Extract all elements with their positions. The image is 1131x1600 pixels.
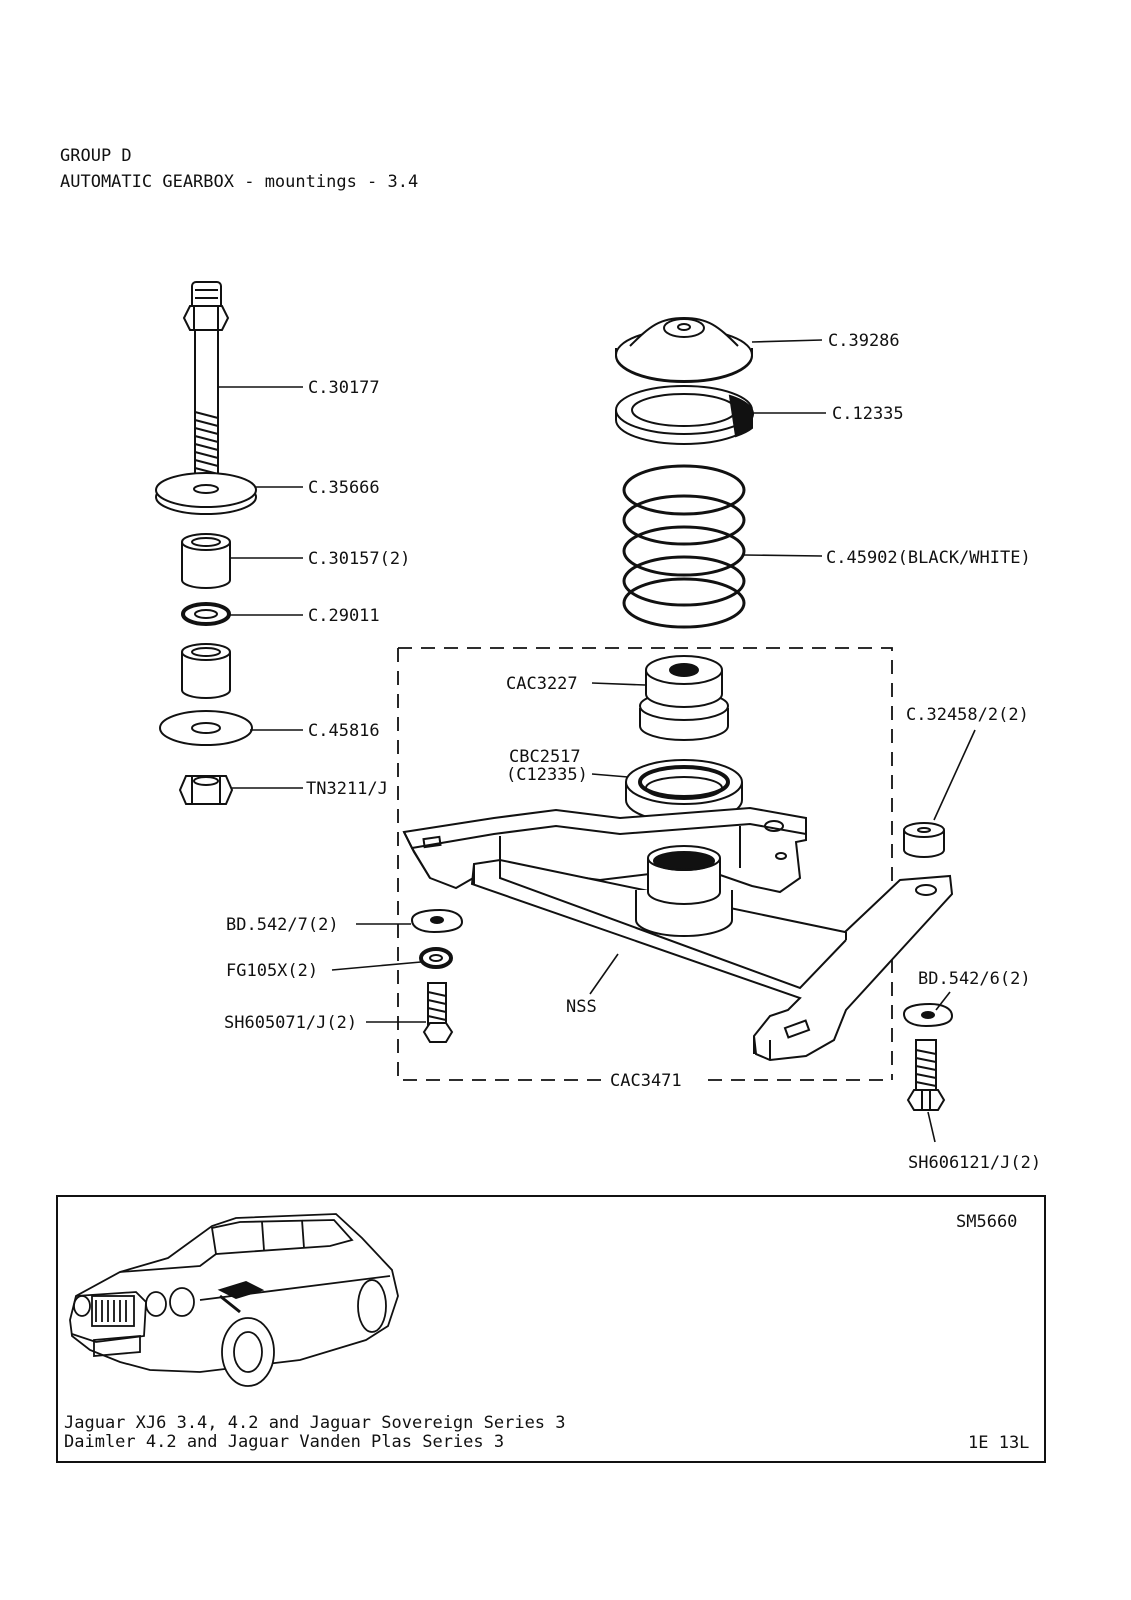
label-crossmember: NSS	[566, 997, 597, 1017]
screw-right-drawing	[906, 1039, 946, 1111]
applicability-line-2: Daimler 4.2 and Jaguar Vanden Plas Serie…	[64, 1432, 505, 1452]
label-ring: C.12335	[832, 404, 904, 424]
label-spring: C.45902(BLACK/WHITE)	[826, 548, 1031, 568]
label-plate-washer-right: BD.542/6(2)	[918, 969, 1031, 989]
label-plate-washer-left: BD.542/7(2)	[226, 915, 339, 935]
label-sleeve: C.30157(2)	[308, 549, 410, 569]
leader-lines	[219, 339, 976, 1143]
sheet-reference: SM5660	[956, 1212, 1018, 1232]
page-number: 1E 13L	[968, 1433, 1030, 1453]
label-rubber-mount: CAC3227	[506, 674, 578, 694]
label-bolt: C.30177	[308, 378, 380, 398]
plate-washer-right-drawing	[902, 1002, 954, 1028]
label-nut: TN3211/J	[306, 779, 388, 799]
label-assembly: CAC3471	[610, 1071, 682, 1091]
label-screw-left: SH605071/J(2)	[224, 1013, 357, 1033]
rubber-mount-drawing	[639, 655, 729, 741]
label-seal-line2: (C12335)	[506, 765, 588, 785]
spring-drawing	[622, 464, 746, 629]
label-top-cap: C.39286	[828, 331, 900, 351]
label-spring-washer: FG105X(2)	[226, 961, 318, 981]
label-screw-right: SH606121/J(2)	[908, 1153, 1041, 1173]
applicability-line-1: Jaguar XJ6 3.4, 4.2 and Jaguar Sovereign…	[64, 1413, 566, 1433]
bolt-drawing	[182, 281, 230, 481]
spring-washer-drawing	[419, 947, 453, 969]
crossmember-drawing	[402, 806, 954, 1062]
label-spacer: C.32458/2(2)	[906, 705, 1029, 725]
sleeve-drawing-lower	[181, 643, 231, 699]
top-cap-drawing	[615, 316, 753, 383]
car-illustration	[69, 1213, 399, 1387]
screw-left-drawing	[422, 982, 454, 1043]
label-flat-washer: C.45816	[308, 721, 380, 741]
footer-panel	[56, 1195, 1046, 1463]
label-small-washer: C.29011	[308, 606, 380, 626]
label-large-washer: C.35666	[308, 478, 380, 498]
spacer-drawing	[903, 822, 945, 858]
ring-drawing	[615, 385, 754, 445]
label-seal-line1: CBC2517	[509, 747, 581, 767]
sleeve-drawing	[181, 533, 231, 589]
nut-drawing	[178, 775, 234, 805]
large-washer-drawing	[155, 472, 257, 515]
group-heading: GROUP D	[60, 146, 132, 166]
flat-washer-drawing	[159, 710, 253, 746]
small-washer-drawing	[181, 602, 231, 626]
page-title: AUTOMATIC GEARBOX - mountings - 3.4	[60, 172, 419, 192]
plate-washer-left-drawing	[410, 908, 464, 934]
